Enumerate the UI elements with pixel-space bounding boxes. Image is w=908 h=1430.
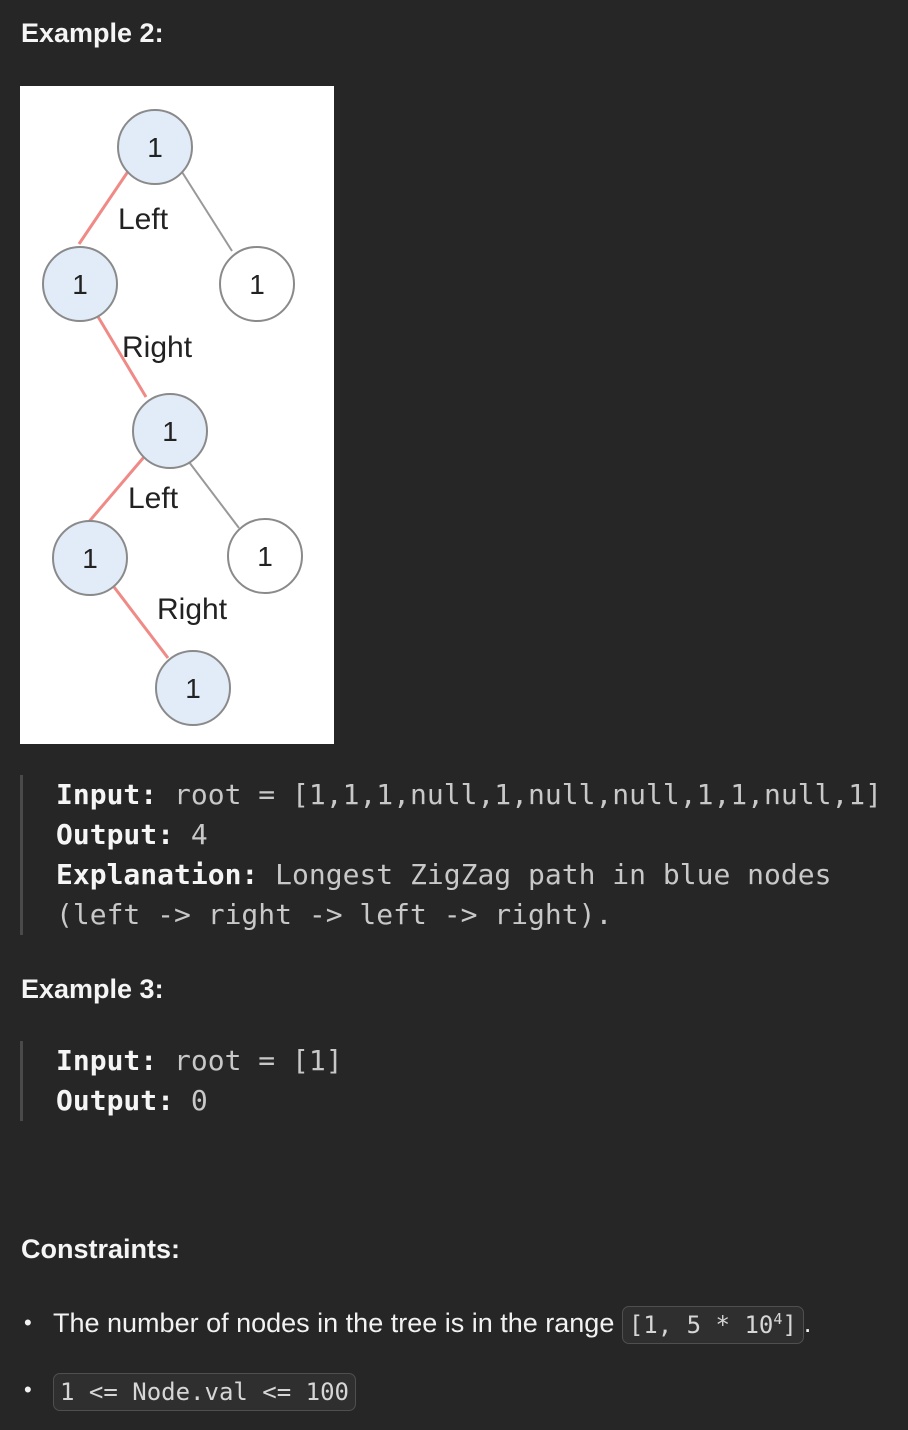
- output-value: 4: [174, 818, 208, 851]
- constraint-item: • 1 <= Node.val <= 100: [24, 1367, 811, 1413]
- tree-edge-root-right: [181, 171, 233, 252]
- constraint-code: [1, 5 * 104]: [621, 1305, 804, 1344]
- svg-text:1: 1: [257, 541, 273, 572]
- input-value: root = [1,1,1,null,1,null,null,1,1,null,…: [157, 778, 883, 811]
- tree-node: 1: [42, 246, 118, 322]
- constraint-item: • The number of nodes in the tree is in …: [24, 1300, 811, 1346]
- tree-node: 1: [219, 246, 295, 322]
- constraint-text: The number of nodes in the tree is in th…: [53, 1308, 622, 1338]
- explanation-label: Explanation:: [56, 858, 259, 891]
- example-3-heading: Example 3:: [21, 974, 164, 1004]
- input-label: Input:: [56, 778, 158, 811]
- constraint-code: 1 <= Node.val <= 100: [53, 1372, 356, 1411]
- tree-edge-left-right: [95, 314, 148, 398]
- output-label: Output:: [56, 1084, 175, 1117]
- tree-node: 1: [132, 393, 208, 469]
- exponent: 4: [773, 1309, 783, 1328]
- input-value: root = [1]: [157, 1044, 343, 1077]
- svg-text:1: 1: [162, 416, 178, 447]
- constraints-list: • The number of nodes in the tree is in …: [24, 1300, 811, 1413]
- tree-node: 1: [52, 520, 128, 596]
- example-2-heading: Example 2:: [21, 18, 164, 48]
- svg-text:1: 1: [72, 269, 88, 300]
- constraints-heading: Constraints:: [21, 1234, 181, 1264]
- svg-text:1: 1: [147, 132, 163, 163]
- output-value: 0: [174, 1084, 208, 1117]
- tree-edge-root-left: [77, 166, 133, 245]
- input-label: Input:: [56, 1044, 158, 1077]
- bullet: •: [24, 1310, 32, 1335]
- explanation-continuation: (left -> right -> left -> right).: [56, 898, 613, 931]
- tree-edge-mid-left: [85, 456, 146, 525]
- output-label: Output:: [56, 818, 175, 851]
- example-3-block: Input: root = [1] Output: 0: [20, 1041, 343, 1121]
- tree-node: 1: [227, 518, 303, 594]
- tree-svg: 1 1 1 1 1 1 1 Left Right Left Right: [42, 109, 303, 726]
- explanation-value: Longest ZigZag path in blue nodes: [258, 858, 832, 891]
- edge-label-right: Right: [157, 593, 228, 626]
- tree-diagram: 1 1 1 1 1 1 1 Left Right Left Right: [20, 86, 334, 744]
- bullet: •: [24, 1377, 32, 1402]
- tree-node: 1: [117, 109, 193, 185]
- edge-label-left: Left: [118, 203, 169, 236]
- tree-node: 1: [155, 650, 231, 726]
- svg-text:1: 1: [249, 269, 265, 300]
- tree-edge-low-right: [112, 586, 170, 659]
- constraint-suffix: .: [803, 1308, 812, 1338]
- example-2-block: Input: root = [1,1,1,null,1,null,null,1,…: [20, 775, 882, 935]
- svg-text:1: 1: [82, 543, 98, 574]
- edge-label-right: Right: [122, 331, 193, 364]
- svg-text:1: 1: [185, 673, 201, 704]
- tree-edge-mid-right: [188, 461, 240, 529]
- edge-label-left: Left: [128, 482, 179, 515]
